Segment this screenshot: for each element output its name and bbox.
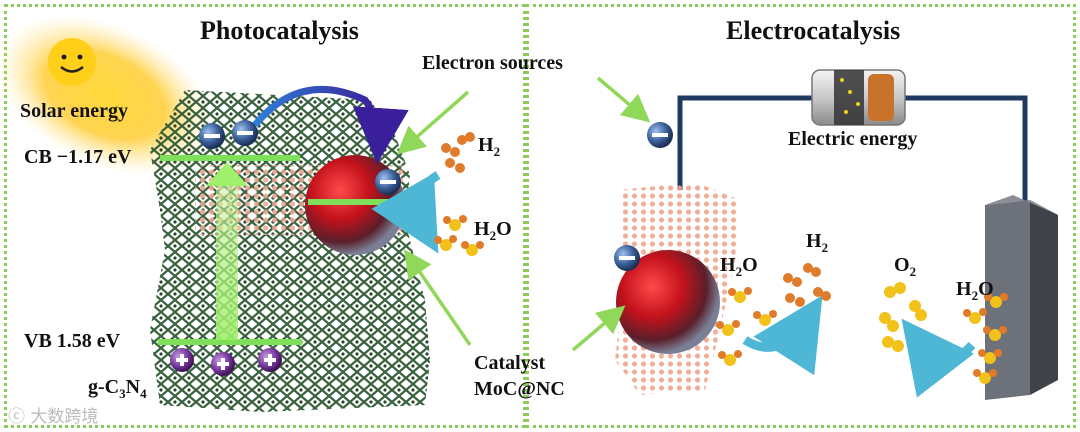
reaction-arrow — [417, 175, 438, 230]
vb-label: VB 1.58 eV — [24, 330, 120, 353]
electric-energy-label: Electric energy — [788, 128, 917, 151]
electrocatalysis-title: Electrocatalysis — [726, 16, 900, 46]
electron-icon — [614, 245, 640, 271]
h2-molecules — [783, 263, 831, 307]
watermark: ⓒ 大数跨境 — [8, 402, 98, 427]
catalyst-pointer-right — [573, 310, 620, 350]
hole-icon — [258, 348, 282, 372]
battery-icon — [812, 70, 905, 125]
cb-label: CB −1.17 eV — [24, 146, 132, 169]
g-c3n4-label: g-C3N4 — [88, 376, 147, 402]
catalyst-name-label: MoC@NC — [474, 378, 565, 401]
photocatalysis-title: Photocatalysis — [200, 16, 359, 46]
reaction-arrow — [745, 318, 808, 347]
catalyst-label: Catalyst — [474, 352, 545, 375]
h2o-label-left: H2O — [474, 218, 512, 244]
h2-molecules — [441, 132, 475, 173]
electron-icon — [375, 169, 401, 195]
hole-icon — [211, 352, 235, 376]
h2o-label-right: H2O — [720, 254, 758, 280]
reaction-arrow — [918, 340, 972, 359]
electron-icon — [199, 123, 225, 149]
h2-label-right: H2 — [806, 230, 828, 256]
electron-sources-label: Electron sources — [422, 52, 563, 75]
solar-energy-label: Solar energy — [20, 100, 128, 123]
o2-label: O2 — [894, 254, 916, 280]
electron-sources-pointer-right — [598, 78, 645, 118]
electron-icon — [232, 120, 258, 146]
electron-icon — [647, 122, 673, 148]
hole-icon — [170, 348, 194, 372]
h2o-label-anode: H2O — [956, 278, 994, 304]
h2-label-left: H2 — [478, 134, 500, 160]
